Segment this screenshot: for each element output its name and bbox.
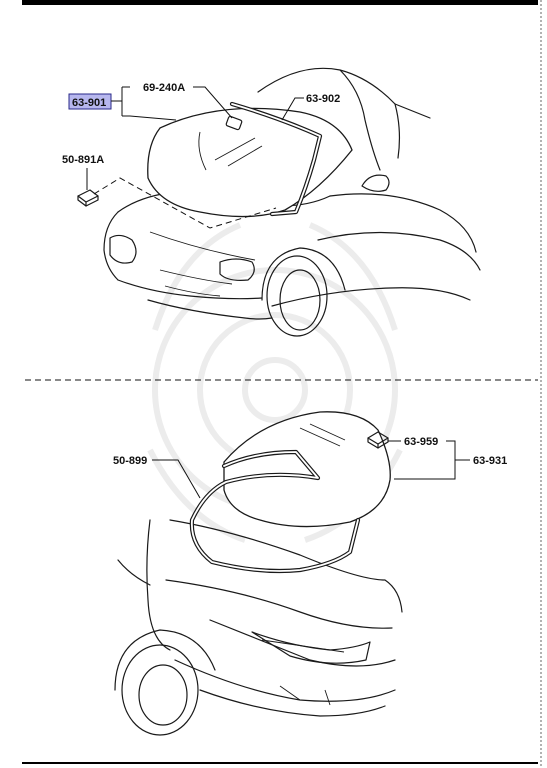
mirror-base-part <box>225 115 243 131</box>
rear-window-glass <box>223 411 391 528</box>
front-molding-leader <box>281 97 304 121</box>
front-car-drawing <box>103 67 481 337</box>
front-windshield-glass <box>147 107 353 218</box>
front-clip-part <box>77 189 99 207</box>
top-border <box>22 0 538 5</box>
rear-car-drawing <box>114 519 403 736</box>
mirror-base-leader <box>193 86 233 119</box>
rear-clip-part <box>367 431 389 449</box>
rear-molding-label: 50-899 <box>113 455 147 467</box>
front-molding-label: 63-902 <box>306 93 340 105</box>
front-windshield-label: 63-901 <box>72 97 106 109</box>
front-clip-dashed-leader <box>93 177 277 229</box>
mirror-base-label: 69-240A <box>143 82 185 94</box>
rear-window-label: 63-931 <box>473 455 507 467</box>
front-clip-label: 50-891A <box>62 154 104 166</box>
rear-molding-leader <box>152 459 201 499</box>
rear-window-leader <box>394 440 470 480</box>
front-windshield-leader <box>111 86 177 121</box>
rear-clip-label: 63-959 <box>404 436 438 448</box>
